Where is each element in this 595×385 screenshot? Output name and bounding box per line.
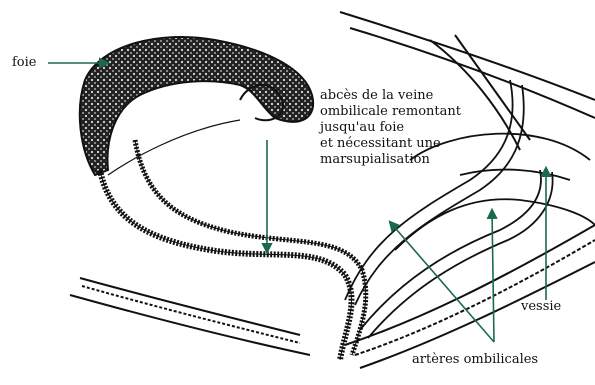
liver bbox=[80, 37, 313, 175]
abscess-label-line: ombilicale remontant bbox=[320, 104, 461, 120]
arteries-label: artères ombilicales bbox=[412, 352, 538, 368]
artery-pointer-right bbox=[492, 210, 494, 342]
abscess-label-line: jusqu'au foie bbox=[320, 120, 461, 136]
abscess-label: abcès de la veine ombilicale remontant j… bbox=[320, 88, 461, 168]
bladder-label: vessie bbox=[521, 299, 561, 315]
abscess-label-line: marsupialisation bbox=[320, 152, 461, 168]
liver-connection bbox=[108, 120, 240, 175]
abscess-label-line: et nécessitant une bbox=[320, 136, 461, 152]
abscess-label-line: abcès de la veine bbox=[320, 88, 461, 104]
liver-label: foie bbox=[12, 55, 37, 71]
